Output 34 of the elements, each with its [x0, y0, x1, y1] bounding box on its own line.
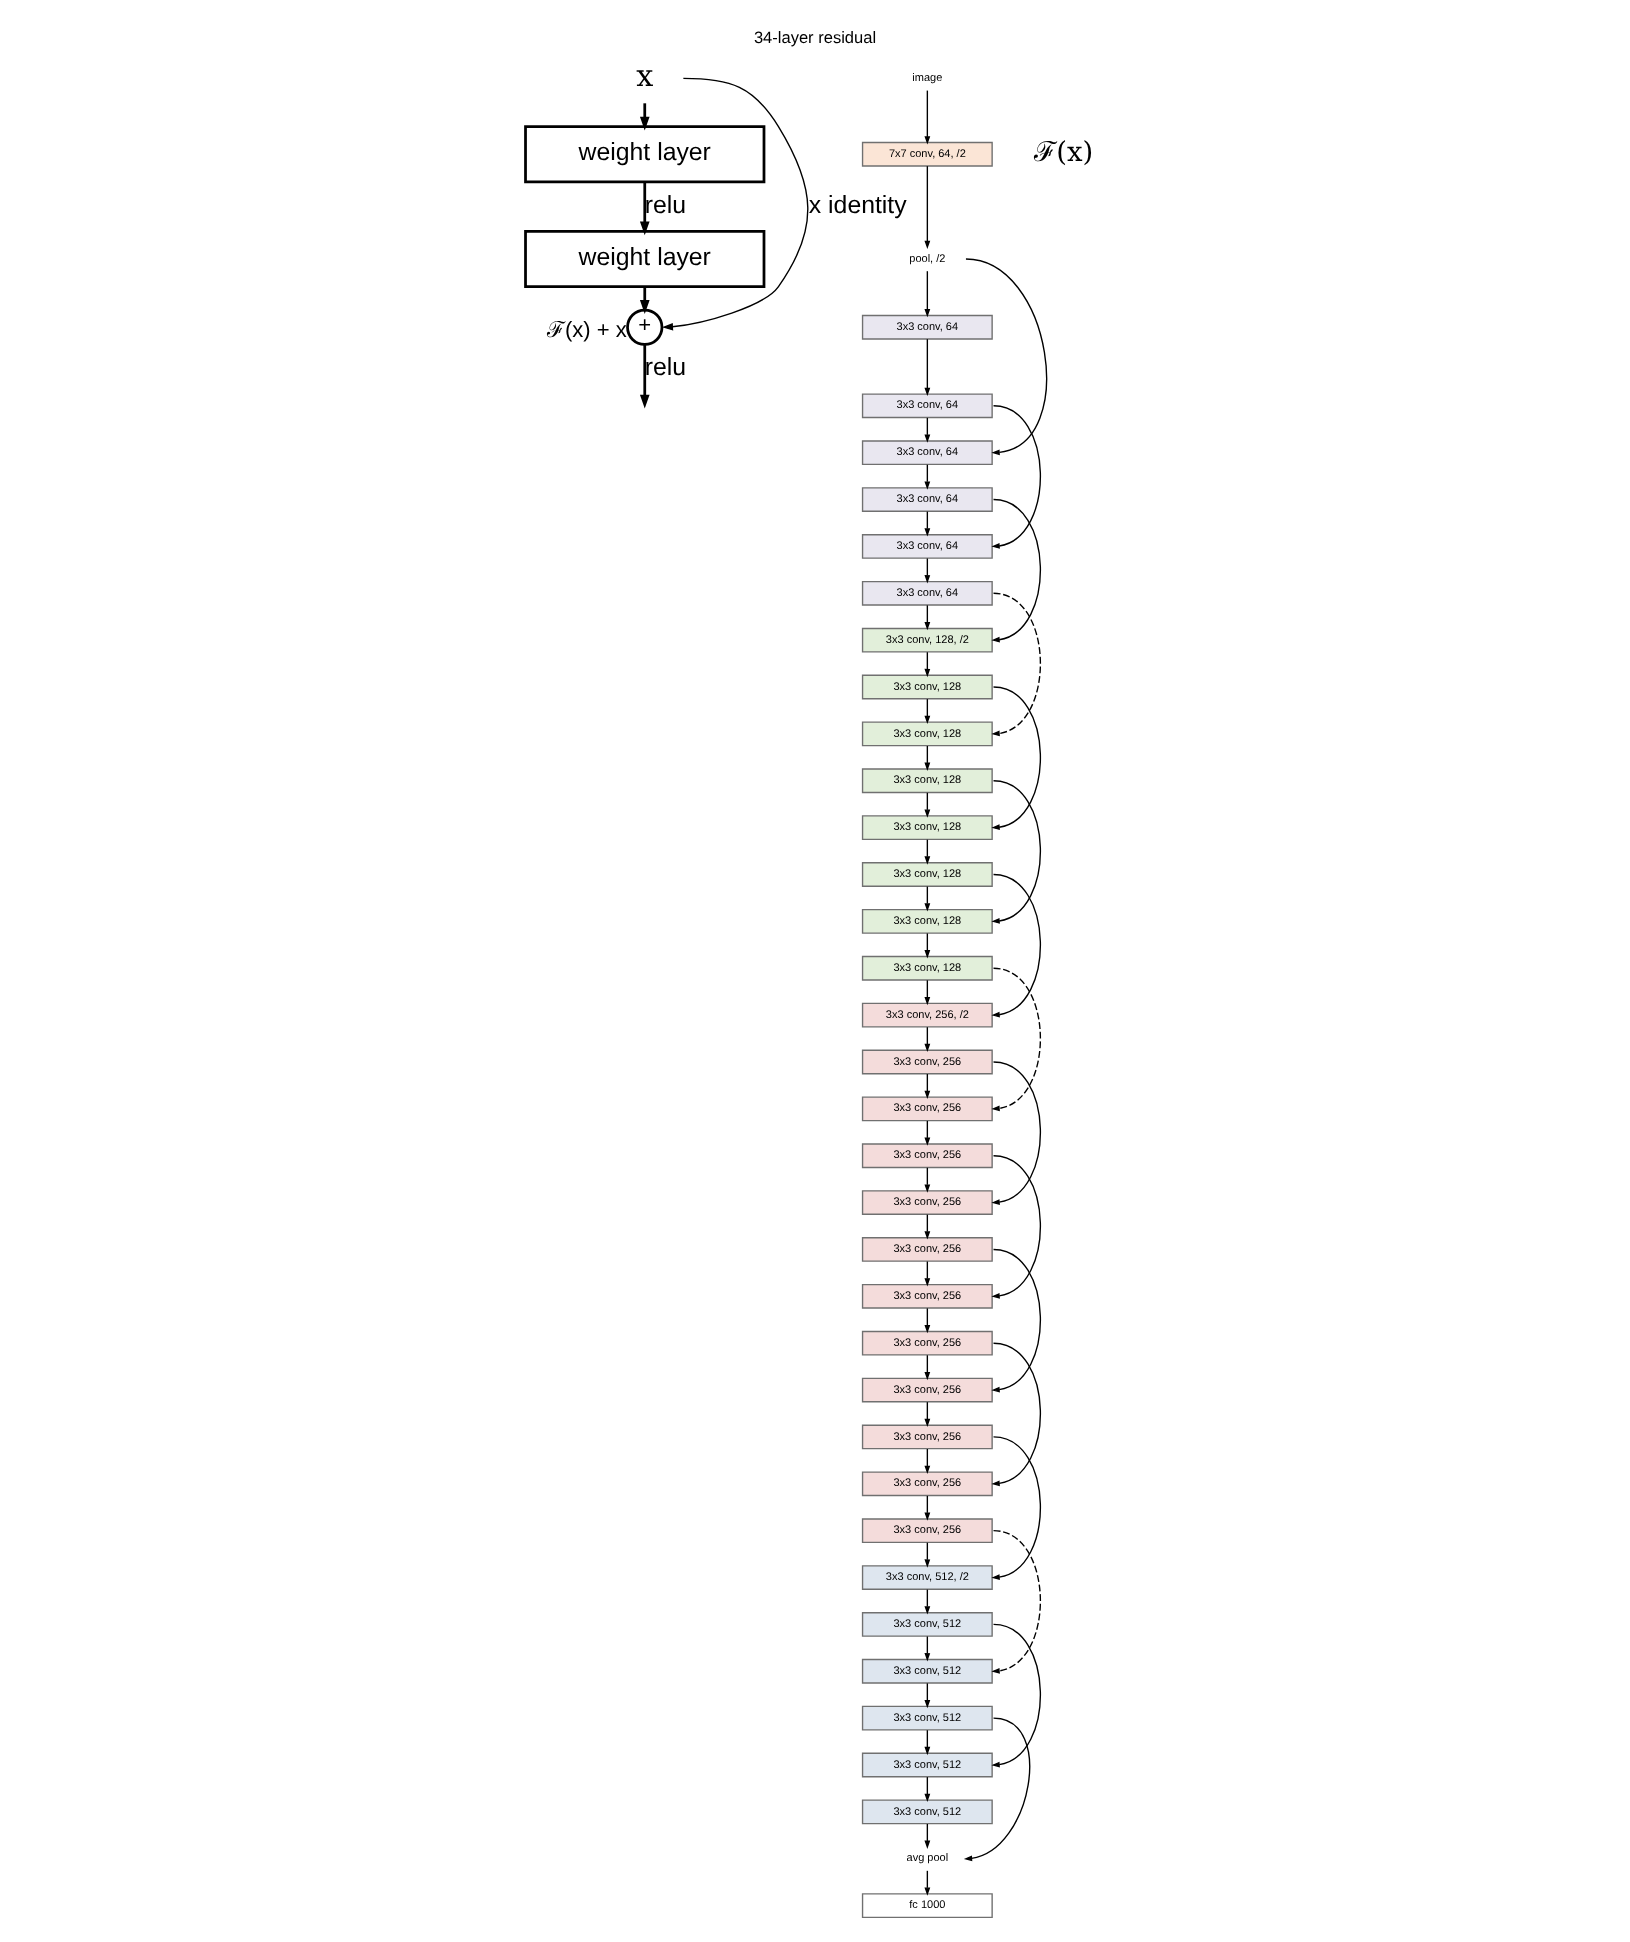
- node-text: x: [636, 58, 654, 95]
- arrow: [991, 592, 1042, 737]
- arrow: [924, 89, 931, 145]
- arrow: [639, 103, 650, 131]
- arrow: [639, 181, 650, 236]
- node-circle: +: [626, 308, 664, 346]
- arrow: [991, 1061, 1042, 1206]
- node-label: ℱ(x) + x: [546, 319, 627, 344]
- arrow: [924, 270, 931, 318]
- arrow: [991, 873, 1042, 1018]
- arrow: [639, 286, 650, 314]
- arrow: [991, 780, 1042, 924]
- arrow: [991, 1248, 1042, 1393]
- arrow: [965, 258, 1048, 456]
- arrow: [991, 1530, 1042, 1674]
- arrow: [991, 1623, 1042, 1768]
- node-box: weight layer: [524, 230, 766, 288]
- arrow: [991, 1342, 1042, 1487]
- arrow: [963, 1717, 1031, 1862]
- node-box: weight layer: [524, 125, 766, 184]
- arrow: [991, 967, 1042, 1112]
- label: ℱ(x): [1034, 137, 1094, 170]
- arrow: [639, 344, 650, 409]
- arrow: [991, 1155, 1042, 1299]
- arrow: [991, 405, 1042, 549]
- edge-label: relu: [644, 353, 687, 382]
- arrow: [924, 165, 931, 250]
- arrow: [991, 1436, 1042, 1580]
- arrow: [661, 77, 809, 331]
- arrow: [924, 338, 931, 397]
- arrow: [991, 686, 1042, 831]
- edge-label: relu: [644, 190, 687, 219]
- edge-label: x identity: [808, 190, 907, 219]
- arrow: [991, 498, 1042, 643]
